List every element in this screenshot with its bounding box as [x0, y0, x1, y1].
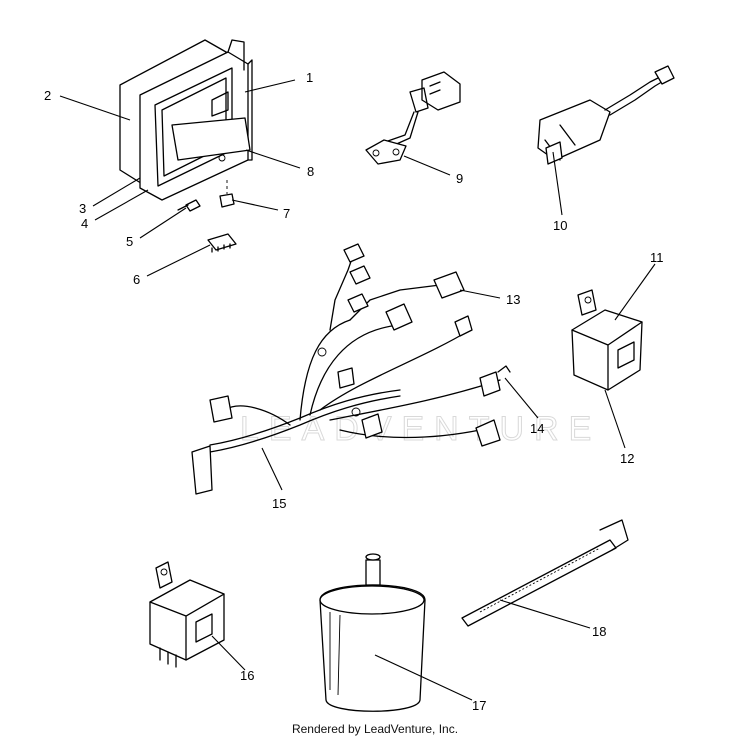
callout-4: 4: [81, 216, 88, 231]
callout-5: 5: [126, 234, 133, 249]
callout-3: 3: [79, 201, 86, 216]
control-module: [119, 39, 253, 201]
harness-plug-13: [433, 271, 465, 299]
sensor-flange: [365, 139, 407, 165]
nut-7: [219, 180, 235, 208]
wiring-harness: [191, 243, 511, 495]
sensor-9: [365, 71, 461, 165]
callout-18: 18: [592, 624, 606, 639]
callout-9: 9: [456, 171, 463, 186]
footer-credit: Rendered by LeadVenture, Inc.: [291, 722, 459, 736]
callout-14: 14: [530, 421, 544, 436]
relay-11: [571, 289, 643, 391]
callout-numbers: 1 2 3 4 5 6 7 8 9 10 11 12 13 14 15 16 1…: [44, 70, 664, 713]
callout-11: 11: [650, 250, 664, 265]
callout-2: 2: [44, 88, 51, 103]
switch-10: [537, 65, 675, 165]
callout-6: 6: [133, 272, 140, 287]
callout-17: 17: [472, 698, 486, 713]
relay-16: [149, 561, 225, 668]
fuel-filter-17: [319, 553, 426, 712]
callout-16: 16: [240, 668, 254, 683]
connector-6: [207, 233, 237, 253]
module-bracket: [171, 117, 251, 161]
callout-15: 15: [272, 496, 286, 511]
bolt-5: [177, 199, 201, 212]
callout-12: 12: [620, 451, 634, 466]
callout-10: 10: [553, 218, 567, 233]
watermark: LEADVENTURE: [240, 410, 601, 448]
leader-lines: [59, 79, 656, 701]
callout-1: 1: [306, 70, 313, 85]
callout-8: 8: [307, 164, 314, 179]
callout-13: 13: [506, 292, 520, 307]
callout-7: 7: [283, 206, 290, 221]
cable-tie-18: [461, 519, 629, 627]
